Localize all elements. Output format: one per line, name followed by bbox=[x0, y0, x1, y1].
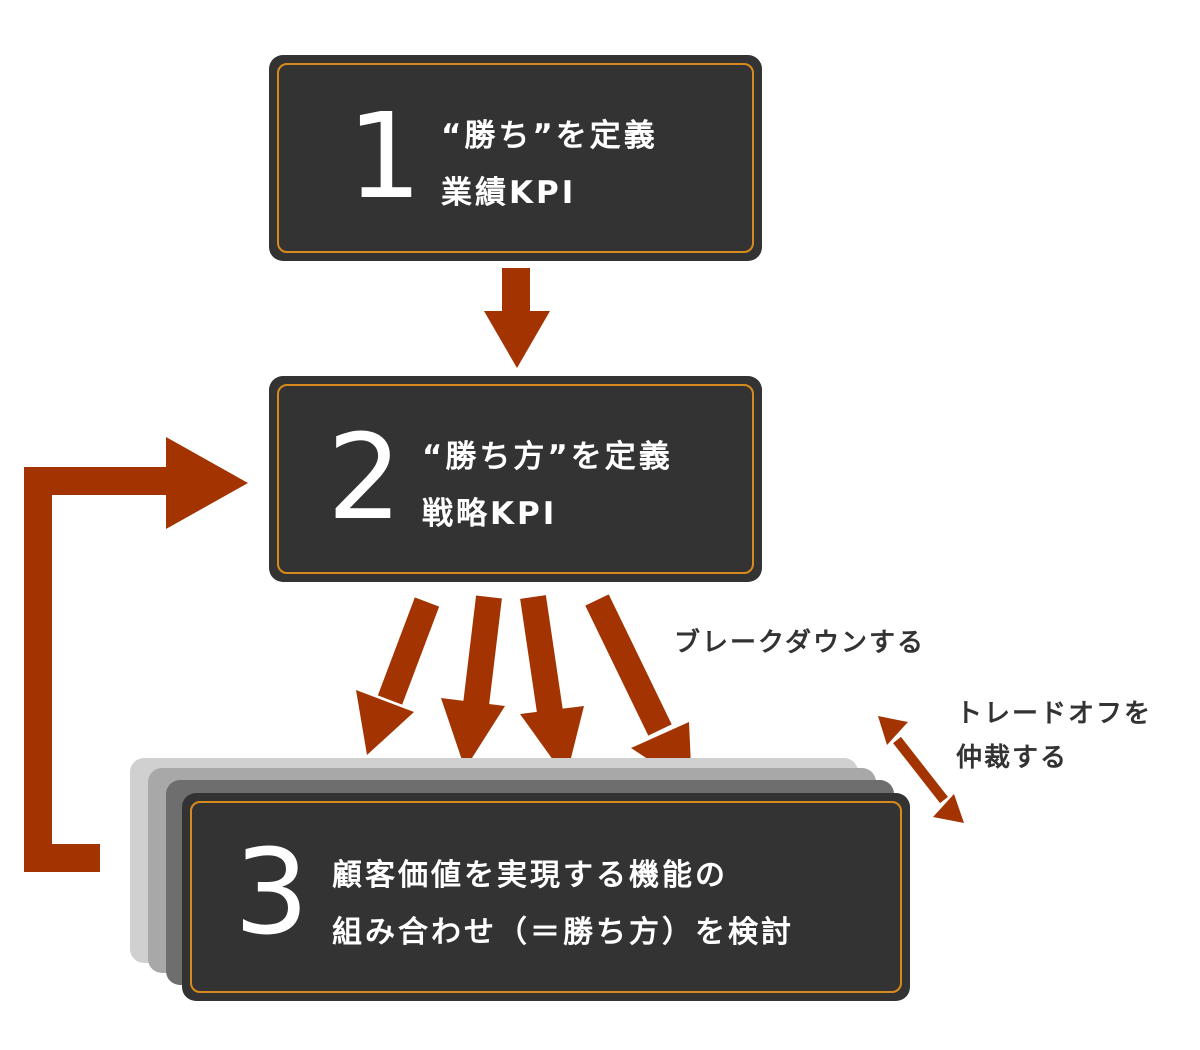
breakdown-label: ブレークダウンする bbox=[674, 628, 925, 658]
step1-box: 1 “勝ち”を定義 業績KPI bbox=[269, 55, 762, 261]
tradeoff-label-line2: 仲裁する bbox=[956, 743, 1069, 773]
breakdown-arrows bbox=[356, 594, 692, 788]
step3-title: 顧客価値を実現する機能の bbox=[332, 858, 728, 893]
step2-title: “勝ち方”を定義 bbox=[422, 439, 673, 475]
tradeoff-double-arrow bbox=[878, 716, 964, 823]
step2-box: 2 “勝ち方”を定義 戦略KPI bbox=[269, 376, 762, 582]
step2-box-border bbox=[277, 384, 754, 574]
feedback-loop-arrow bbox=[24, 437, 248, 872]
step3-subtitle: 組み合わせ（＝勝ち方）を検討 bbox=[332, 915, 794, 950]
arrow-step1-to-step2 bbox=[484, 268, 550, 368]
step3-box: 3 顧客価値を実現する機能の 組み合わせ（＝勝ち方）を検討 bbox=[182, 793, 910, 1001]
step3-box-border bbox=[190, 801, 902, 993]
step3-number: 3 bbox=[234, 823, 310, 961]
step1-title: “勝ち”を定義 bbox=[441, 118, 658, 154]
tradeoff-label-line1: トレードオフを bbox=[956, 699, 1153, 729]
step1-box-border bbox=[277, 63, 754, 253]
step2-subtitle: 戦略KPI bbox=[422, 496, 558, 532]
step1-subtitle: 業績KPI bbox=[441, 175, 577, 211]
step2-number: 2 bbox=[327, 408, 403, 546]
step1-number: 1 bbox=[347, 87, 423, 225]
